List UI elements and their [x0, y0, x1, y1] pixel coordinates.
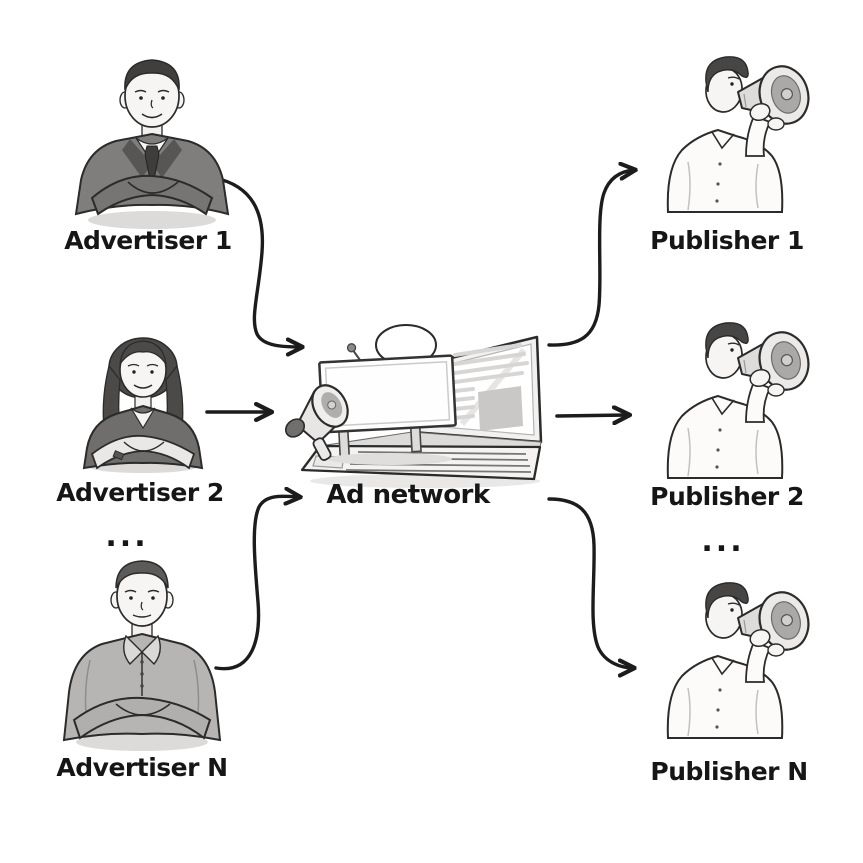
advertiser-n-label: Advertiser N: [56, 753, 228, 782]
laptop-billboard-megaphone-icon: [284, 324, 543, 488]
edge-adnetwork-to-publisherN: [547, 497, 633, 668]
edge-advertiserN-to-adnetwork: [214, 496, 299, 671]
edge-adnetwork-to-publisher1: [547, 170, 634, 347]
publisher-n-label: Publisher N: [650, 757, 808, 786]
ad-network-label: Ad network: [326, 480, 490, 510]
advertiser-1-label: Advertiser 1: [64, 226, 232, 255]
casual-man-arms-crossed-icon: [62, 560, 222, 751]
man-speaking-megaphone-icon-publisher-1: [666, 55, 817, 214]
advertiser-2-label: Advertiser 2: [56, 478, 224, 507]
man-speaking-megaphone-icon-publisher-n: [666, 581, 817, 740]
businesswoman-arms-crossed-icon: [82, 337, 204, 473]
man-speaking-megaphone-icon-publisher-2: [666, 321, 817, 480]
advertisers-ellipsis: ...: [105, 519, 149, 554]
publishers-ellipsis: ...: [701, 524, 745, 559]
businessman-arms-crossed-icon: [74, 59, 230, 229]
edge-adnetwork-to-publisher2: [555, 415, 628, 416]
publisher-1-label: Publisher 1: [650, 226, 804, 255]
edge-advertiser1-to-adnetwork: [213, 176, 301, 347]
publisher-2-label: Publisher 2: [650, 482, 804, 511]
